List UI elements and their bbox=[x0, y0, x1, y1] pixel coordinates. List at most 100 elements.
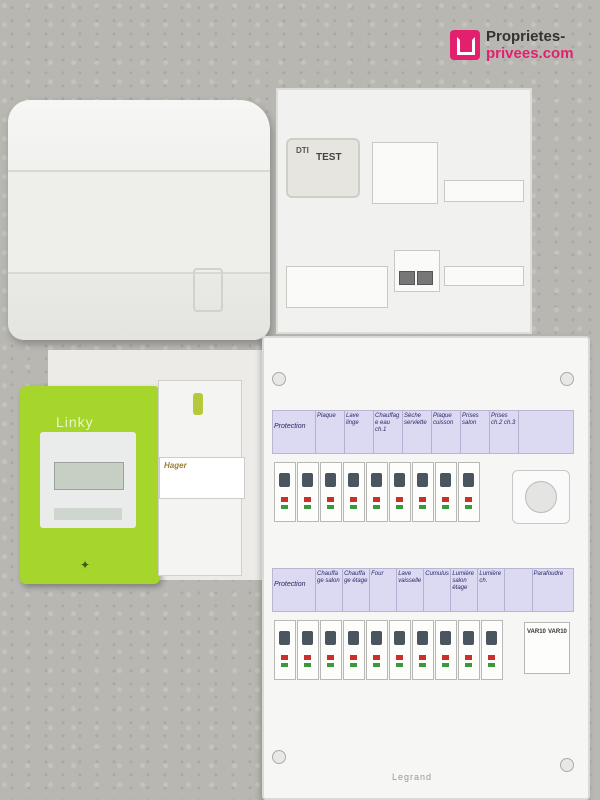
breaker-toggle[interactable] bbox=[302, 631, 313, 645]
house-icon bbox=[450, 30, 480, 60]
rj45-port bbox=[417, 271, 433, 285]
breaker-indicator bbox=[465, 655, 472, 660]
circuit-breaker[interactable] bbox=[320, 620, 342, 680]
circuit-breaker[interactable] bbox=[458, 462, 480, 522]
differential-switch: Hager bbox=[158, 380, 245, 576]
circuit-breaker[interactable] bbox=[297, 462, 319, 522]
label-cell: Parafoudre bbox=[533, 571, 564, 577]
breaker-indicator bbox=[373, 655, 380, 660]
breaker-indicator bbox=[419, 655, 426, 660]
dti-box: DTI TEST bbox=[286, 138, 360, 198]
breaker-toggle[interactable] bbox=[325, 631, 336, 645]
socket-outlet bbox=[512, 470, 570, 524]
label-cell: Cumulus bbox=[424, 569, 452, 611]
label-cell: Prises salon bbox=[461, 411, 490, 453]
breaker-indicator bbox=[327, 497, 334, 502]
breaker-indicator bbox=[396, 505, 403, 509]
watermark-line1: Proprietes- bbox=[486, 28, 566, 45]
breaker-indicator bbox=[465, 497, 472, 502]
breaker-toggle[interactable] bbox=[348, 631, 359, 645]
breaker-toggle[interactable] bbox=[463, 631, 474, 645]
rj45-strip bbox=[444, 266, 524, 286]
surge-protector: VAR10 VAR10 bbox=[524, 622, 570, 674]
linky-buttons bbox=[54, 508, 122, 520]
circuit-breaker[interactable] bbox=[366, 462, 388, 522]
breaker-toggle[interactable] bbox=[279, 631, 290, 645]
circuit-breaker[interactable] bbox=[320, 462, 342, 522]
breaker-toggle[interactable] bbox=[371, 631, 382, 645]
breaker-indicator bbox=[304, 663, 311, 667]
circuit-breaker[interactable] bbox=[412, 620, 434, 680]
circuit-breaker[interactable] bbox=[297, 620, 319, 680]
breaker-indicator bbox=[281, 655, 288, 660]
breaker-indicator bbox=[396, 655, 403, 660]
breaker-rail-row1 bbox=[272, 456, 572, 526]
label-cell: Protection bbox=[273, 569, 316, 611]
circuit-breaker[interactable] bbox=[343, 620, 365, 680]
switch-lever bbox=[193, 393, 203, 415]
breaker-indicator bbox=[442, 497, 449, 502]
breaker-toggle[interactable] bbox=[440, 631, 451, 645]
breaker-indicator bbox=[281, 663, 288, 667]
circuit-breaker[interactable] bbox=[343, 462, 365, 522]
differential-face: Hager bbox=[159, 457, 245, 499]
breaker-indicator bbox=[488, 655, 495, 660]
circuit-breaker[interactable] bbox=[481, 620, 503, 680]
label-cell: Lave vaisselle bbox=[397, 569, 425, 611]
circuit-breaker[interactable] bbox=[435, 462, 457, 522]
label-cell: Sèche serviette bbox=[403, 411, 432, 453]
screw-icon bbox=[560, 758, 574, 772]
circuit-breaker[interactable] bbox=[458, 620, 480, 680]
breaker-toggle[interactable] bbox=[348, 473, 359, 487]
linky-symbol-icon: ✦ bbox=[80, 558, 91, 572]
screw-icon bbox=[272, 372, 286, 386]
dti-label: DTI bbox=[296, 146, 309, 155]
watermark-line2: privees.com bbox=[486, 45, 574, 62]
breaker-indicator bbox=[373, 663, 380, 667]
breaker-indicator bbox=[304, 655, 311, 660]
breaker-toggle[interactable] bbox=[371, 473, 382, 487]
breaker-indicator bbox=[350, 663, 357, 667]
breaker-toggle[interactable] bbox=[394, 473, 405, 487]
breaker-indicator bbox=[350, 505, 357, 509]
label-cell: Prises ch.2 ch.3 bbox=[490, 411, 519, 453]
circuit-breaker[interactable] bbox=[389, 462, 411, 522]
circuit-breaker[interactable] bbox=[366, 620, 388, 680]
surge-label: VAR10 bbox=[548, 629, 567, 635]
label-cell: Chauffage eau ch.1 bbox=[374, 411, 403, 453]
label-cell: Plaque bbox=[316, 411, 345, 453]
rj45-strip bbox=[444, 180, 524, 202]
label-cell bbox=[505, 569, 533, 611]
screw-icon bbox=[560, 372, 574, 386]
breaker-toggle[interactable] bbox=[486, 631, 497, 645]
breaker-toggle[interactable] bbox=[394, 631, 405, 645]
breaker-toggle[interactable] bbox=[440, 473, 451, 487]
breaker-indicator bbox=[488, 663, 495, 667]
breaker-indicator bbox=[304, 505, 311, 509]
module-block bbox=[372, 142, 438, 204]
breaker-indicator bbox=[304, 497, 311, 502]
circuit-breaker[interactable] bbox=[435, 620, 457, 680]
circuit-breaker[interactable] bbox=[412, 462, 434, 522]
breaker-toggle[interactable] bbox=[302, 473, 313, 487]
watermark-logo: Proprietes- privees.com bbox=[450, 26, 600, 66]
breaker-indicator bbox=[442, 505, 449, 509]
differential-brand: Hager bbox=[164, 461, 187, 470]
circuit-breaker[interactable] bbox=[274, 620, 296, 680]
arrow-icon bbox=[193, 268, 223, 312]
circuit-breaker[interactable] bbox=[274, 462, 296, 522]
breaker-toggle[interactable] bbox=[417, 631, 428, 645]
label-cell: Chauffage étage bbox=[343, 569, 371, 611]
breaker-indicator bbox=[419, 663, 426, 667]
circuit-breaker[interactable] bbox=[389, 620, 411, 680]
breaker-indicator bbox=[465, 505, 472, 509]
label-strip-row1: Protection Plaque Lave linge Chauffage e… bbox=[272, 410, 574, 454]
breaker-toggle[interactable] bbox=[279, 473, 290, 487]
label-cell: Lumière ch. bbox=[478, 569, 506, 611]
panel-brand: Legrand bbox=[392, 772, 433, 782]
breaker-toggle[interactable] bbox=[325, 473, 336, 487]
rj45-port bbox=[399, 271, 415, 285]
breaker-toggle[interactable] bbox=[417, 473, 428, 487]
breaker-toggle[interactable] bbox=[463, 473, 474, 487]
linky-meter: Linky ✦ bbox=[20, 386, 160, 584]
